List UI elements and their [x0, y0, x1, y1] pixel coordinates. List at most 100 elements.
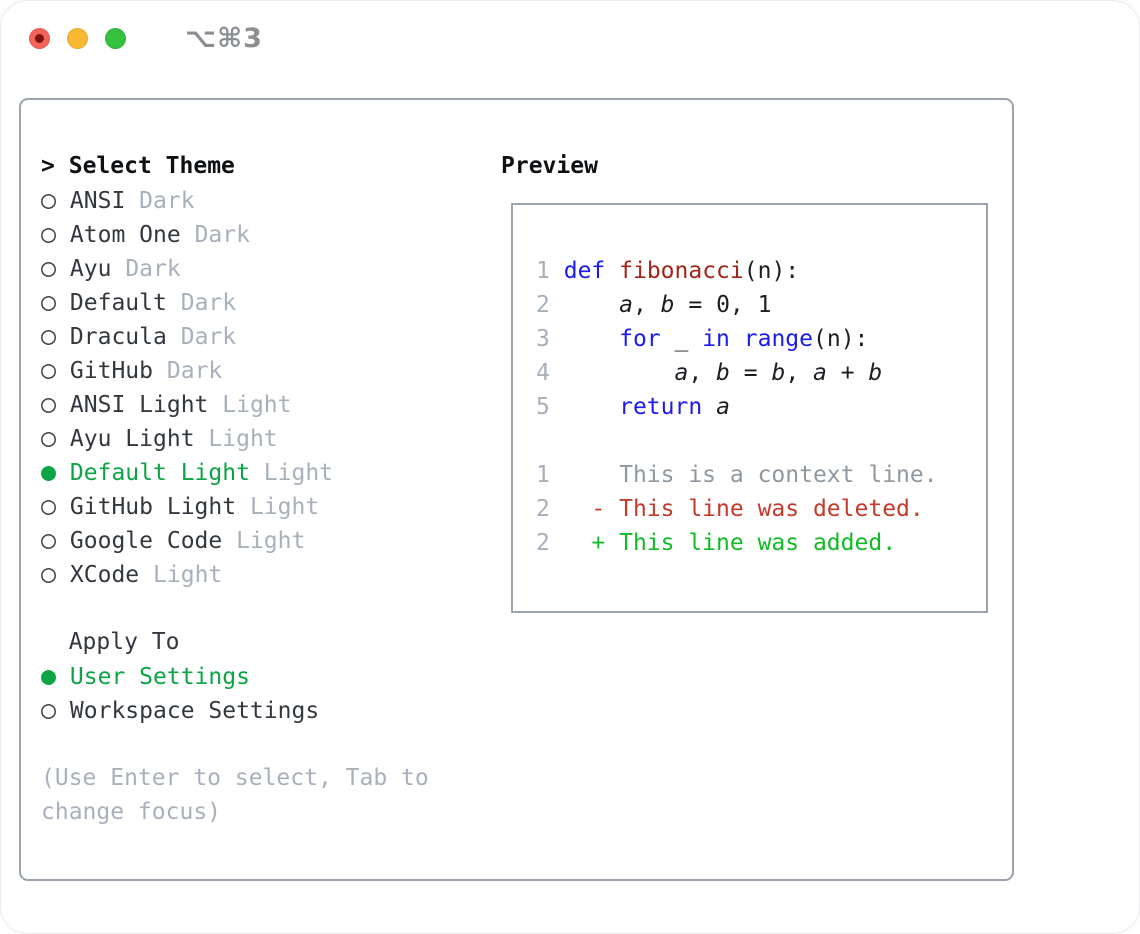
- variable: a: [674, 360, 689, 386]
- code-line-3: 3 for _ in range(n):: [536, 326, 869, 352]
- theme-name: Dracula: [69, 324, 167, 350]
- select-theme-header: > Select Theme: [41, 149, 429, 183]
- theme-name: Default: [69, 290, 167, 316]
- theme-option-xcode-light[interactable]: ○ XCode Light: [41, 557, 429, 591]
- theme-name: Atom One: [69, 222, 181, 248]
- variable: b: [660, 292, 675, 318]
- apply-option-label: Workspace Settings: [69, 698, 320, 724]
- diff-deleted-line: 2 - This line was deleted.: [536, 492, 986, 526]
- apply-option-user-settings[interactable]: ● User Settings: [41, 659, 429, 693]
- apply-option-label: User Settings: [69, 664, 250, 690]
- apply-option-workspace-settings[interactable]: ○ Workspace Settings: [41, 693, 429, 727]
- select-theme-title: Select Theme: [68, 153, 235, 179]
- variable: b: [716, 360, 730, 386]
- theme-option-ansi-dark[interactable]: ○ ANSI Dark: [41, 183, 429, 217]
- theme-variant: Dark: [125, 256, 181, 282]
- line-number: 1: [536, 258, 550, 284]
- theme-option-ayu-dark[interactable]: ○ Ayu Dark: [41, 251, 429, 285]
- radio-unselected-icon: ○: [41, 695, 57, 724]
- prompt-caret-icon: >: [41, 153, 55, 179]
- line-number: 1: [536, 462, 550, 488]
- help-text-line2: change focus): [41, 799, 222, 825]
- theme-name: GitHub: [69, 358, 154, 384]
- variable: b: [868, 360, 883, 386]
- keyword-for: for: [619, 326, 661, 352]
- code-line-2: 2 a, b = 0, 1: [536, 292, 772, 318]
- theme-option-ayu-light[interactable]: ○ Ayu Light Light: [41, 421, 429, 455]
- radio-selected-icon: ●: [41, 457, 57, 486]
- line-number: 5: [536, 394, 550, 420]
- radio-unselected-icon: ○: [41, 219, 57, 248]
- theme-variant: Light: [236, 528, 306, 554]
- radio-unselected-icon: ○: [41, 559, 57, 588]
- spacer-row: [536, 424, 986, 458]
- help-text-line1: (Use Enter to select, Tab to: [41, 765, 429, 791]
- theme-variant: Light: [208, 426, 278, 452]
- theme-variant: Dark: [166, 358, 223, 384]
- line-number: 2: [536, 530, 550, 556]
- theme-option-dracula-dark[interactable]: ○ Dracula Dark: [41, 319, 429, 353]
- zoom-button-icon[interactable]: [105, 28, 126, 49]
- spacer-row: [41, 591, 429, 625]
- preview-box: 1 def fibonacci(n): 2 a, b = 0, 1 3 for …: [511, 203, 988, 613]
- theme-name: Google Code: [69, 528, 223, 554]
- radio-unselected-icon: ○: [41, 287, 57, 316]
- spacer-row: [41, 727, 429, 761]
- builtin-range: range: [743, 326, 814, 352]
- theme-variant: Light: [249, 494, 320, 520]
- variable: b: [771, 360, 786, 386]
- theme-name: ANSI: [69, 188, 126, 214]
- line-number: 3: [536, 326, 550, 352]
- theme-variant: Dark: [194, 222, 250, 248]
- keyword-return: return: [619, 394, 703, 420]
- variable: a: [813, 360, 827, 386]
- radio-selected-icon: ●: [41, 661, 57, 690]
- variable: a: [619, 292, 633, 318]
- spacer-row: [536, 220, 986, 254]
- diff-added-text: + This line was added.: [549, 530, 897, 556]
- diff-context-line: 1 This is a context line.: [536, 458, 986, 492]
- keyword-in: in: [702, 326, 730, 352]
- theme-option-default-light-selected[interactable]: ● Default Light Light: [41, 455, 429, 489]
- theme-option-github-light[interactable]: ○ GitHub Light Light: [41, 489, 429, 523]
- theme-name: Ayu Light: [69, 426, 195, 452]
- theme-name: Default Light: [69, 460, 250, 486]
- close-button-icon[interactable]: [29, 28, 50, 49]
- line-number: 2: [536, 496, 550, 522]
- radio-unselected-icon: ○: [41, 525, 57, 554]
- minimize-button-icon[interactable]: [67, 28, 88, 49]
- theme-variant: Light: [153, 562, 223, 588]
- theme-variant: Light: [222, 392, 292, 418]
- diff-added-line: 2 + This line was added.: [536, 526, 986, 560]
- theme-picker: > Select Theme ○ ANSI Dark ○ Atom One Da…: [41, 149, 429, 829]
- theme-option-github-dark[interactable]: ○ GitHub Dark: [41, 353, 429, 387]
- theme-name: Ayu: [69, 256, 112, 282]
- code-line-4: 4 a, b = b, a + b: [536, 360, 883, 386]
- theme-variant: Dark: [139, 188, 195, 214]
- variable: a: [716, 394, 730, 420]
- apply-to-header: Apply To: [41, 629, 180, 655]
- radio-unselected-icon: ○: [41, 355, 57, 384]
- keyword-def: def: [563, 258, 606, 284]
- radio-unselected-icon: ○: [41, 423, 57, 452]
- theme-dialog-panel: > Select Theme ○ ANSI Dark ○ Atom One Da…: [19, 98, 1014, 881]
- theme-option-ansi-light[interactable]: ○ ANSI Light Light: [41, 387, 429, 421]
- theme-option-default-dark[interactable]: ○ Default Dark: [41, 285, 429, 319]
- theme-option-google-code-light[interactable]: ○ Google Code Light: [41, 523, 429, 557]
- line-number: 2: [536, 292, 550, 318]
- code-line-1: 1 def fibonacci(n):: [536, 258, 800, 284]
- radio-unselected-icon: ○: [41, 185, 57, 214]
- diff-context-text: This is a context line.: [549, 462, 938, 488]
- theme-variant: Dark: [180, 290, 237, 316]
- line-number: 4: [536, 360, 550, 386]
- radio-unselected-icon: ○: [41, 321, 57, 350]
- theme-name: XCode: [69, 562, 140, 588]
- preview-section: Preview: [501, 149, 598, 183]
- theme-name: GitHub Light: [69, 494, 237, 520]
- theme-option-atom-one-dark[interactable]: ○ Atom One Dark: [41, 217, 429, 251]
- function-name: fibonacci: [619, 258, 744, 284]
- radio-unselected-icon: ○: [41, 491, 57, 520]
- theme-name: ANSI Light: [69, 392, 209, 418]
- diff-deleted-text: - This line was deleted.: [549, 496, 924, 522]
